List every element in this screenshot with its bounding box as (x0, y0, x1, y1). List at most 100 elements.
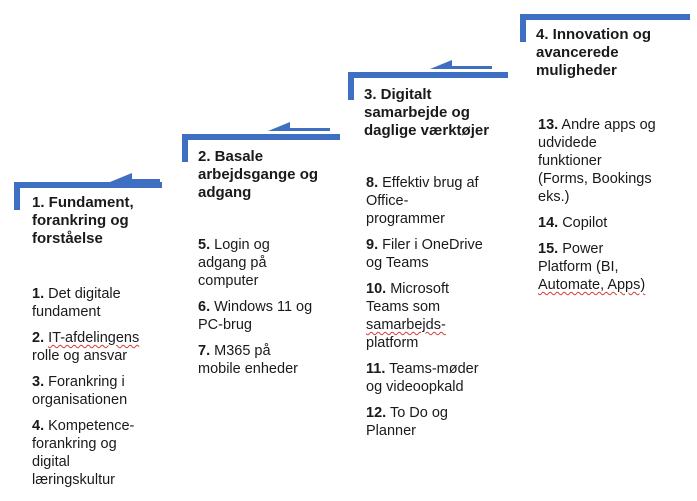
list-item: 13. Andre apps og udvidede funktioner (F… (538, 116, 656, 206)
item-text: Platform (BI, (538, 259, 619, 275)
step-4-title: 4. Innovation og avancerede muligheder (536, 26, 651, 80)
step-2-title-line: adgang (198, 184, 252, 201)
item-text: Login og (214, 237, 270, 253)
item-number: 11. (366, 361, 386, 377)
step-3-title-line: 3. Digitalt (364, 86, 432, 103)
item-text: fundament (32, 304, 101, 320)
item-text: Planner (366, 423, 416, 439)
item-text: og videoopkald (366, 379, 464, 395)
item-text: adgang på (198, 255, 267, 271)
list-item: 15. Power Platform (BI, Automate, Apps) (538, 240, 656, 294)
list-item: 14. Copilot (538, 214, 656, 232)
list-item: 8. Effektiv brug af Office- programmer (366, 174, 483, 228)
step-1-title-line: 1. Fundament, (32, 194, 134, 211)
item-text: Windows 11 og (214, 299, 313, 315)
list-item: 1. Det digitale fundament (32, 285, 139, 321)
step-4-title-line: 4. Innovation og (536, 26, 651, 43)
step-1-title: 1. Fundament, forankring og forståelse (32, 194, 134, 248)
step-2-tab-bar (282, 128, 330, 131)
step-2-bracket (182, 134, 340, 140)
item-number: 2. (32, 330, 45, 346)
item-text: rolle og ansvar (32, 348, 128, 364)
step-4-items: 13. Andre apps og udvidede funktioner (F… (538, 116, 656, 302)
item-text: Forankring i (48, 374, 125, 390)
item-text: IT-afdelingens (48, 330, 140, 346)
item-text: Microsoft (390, 281, 450, 297)
item-number: 10. (366, 281, 387, 297)
list-item: 10. Microsoft Teams som samarbejds- plat… (366, 280, 483, 352)
step-2-bracket-side (182, 134, 188, 162)
step-1-title-line: forståelse (32, 230, 103, 247)
item-text: Power (562, 241, 604, 257)
step-3-items: 8. Effektiv brug af Office- programmer 9… (366, 174, 483, 448)
item-text: Teams som (366, 299, 441, 315)
step-3-title: 3. Digitalt samarbejde og daglige værktø… (364, 86, 489, 140)
item-text: Automate, Apps) (538, 277, 646, 293)
list-item: 3. Forankring i organisationen (32, 373, 139, 409)
item-text: forankring og (32, 436, 117, 452)
list-item: 9. Filer i OneDrive og Teams (366, 236, 483, 272)
step-4-title-line: avancerede (536, 44, 619, 61)
step-3-tab-bar (444, 66, 492, 69)
item-text: digital (32, 454, 70, 470)
item-text: M365 på (214, 343, 271, 359)
item-text: organisationen (32, 392, 128, 408)
item-number: 6. (198, 299, 211, 315)
item-number: 8. (366, 175, 379, 191)
item-text: Filer i OneDrive (382, 237, 483, 253)
step-4-bracket-side (520, 14, 526, 42)
item-text: læringskultur (32, 472, 115, 488)
item-text: platform (366, 335, 419, 351)
item-text: Copilot (562, 215, 608, 231)
item-text: To Do og (389, 405, 448, 421)
item-text: Effektiv brug af (382, 175, 479, 191)
step-1-tab (110, 173, 132, 182)
step-1-bracket-side (14, 182, 20, 210)
step-4-title-line: muligheder (536, 62, 617, 79)
list-item: 7. M365 på mobile enheder (198, 342, 312, 378)
item-text: Teams-møder (389, 361, 479, 377)
step-3-title-line: daglige værktøjer (364, 122, 490, 139)
item-number: 9. (366, 237, 379, 253)
item-text: programmer (366, 211, 445, 227)
item-text: Office- (366, 193, 409, 209)
item-number: 4. (32, 418, 45, 434)
item-number: 15. (538, 241, 559, 257)
item-text: (Forms, Bookings (538, 171, 652, 187)
list-item: 12. To Do og Planner (366, 404, 483, 440)
step-4-bracket (520, 14, 690, 20)
item-number: 3. (32, 374, 45, 390)
step-1-tab-bar (124, 179, 160, 182)
item-number: 14. (538, 215, 559, 231)
item-number: 1. (32, 286, 45, 302)
list-item: 2. IT-afdelingens rolle og ansvar (32, 329, 139, 365)
step-3-tab (430, 60, 452, 69)
step-2-title-line: arbejdsgange og (198, 166, 319, 183)
step-2-title: 2. Basale arbejdsgange og adgang (198, 148, 318, 202)
step-2-tab (268, 122, 290, 131)
step-1-items: 1. Det digitale fundament 2. IT-afdeling… (32, 285, 139, 497)
item-text: PC-brug (198, 317, 252, 333)
list-item: 5. Login og adgang på computer (198, 236, 312, 290)
step-2-items: 5. Login og adgang på computer 6. Window… (198, 236, 312, 386)
step-3-bracket-side (348, 72, 354, 100)
item-text: eks.) (538, 189, 570, 205)
list-item: 11. Teams-møder og videoopkald (366, 360, 483, 396)
step-3-title-line: samarbejde og (364, 104, 470, 121)
item-text: udvidede (538, 135, 597, 151)
item-text: funktioner (538, 153, 602, 169)
list-item: 4. Kompetence- forankring og digital lær… (32, 417, 139, 489)
item-text: computer (198, 273, 259, 289)
item-text: Andre apps og (561, 117, 656, 133)
item-text: Kompetence- (48, 418, 135, 434)
item-number: 7. (198, 343, 211, 359)
list-item: 6. Windows 11 og PC-brug (198, 298, 312, 334)
item-text: mobile enheder (198, 361, 298, 377)
item-text: Det digitale (48, 286, 121, 302)
step-1-title-line: forankring og (32, 212, 129, 229)
item-number: 5. (198, 237, 211, 253)
item-number: 12. (366, 405, 387, 421)
item-number: 13. (538, 117, 559, 133)
step-1-bracket (14, 182, 162, 188)
step-3-bracket (348, 72, 508, 78)
